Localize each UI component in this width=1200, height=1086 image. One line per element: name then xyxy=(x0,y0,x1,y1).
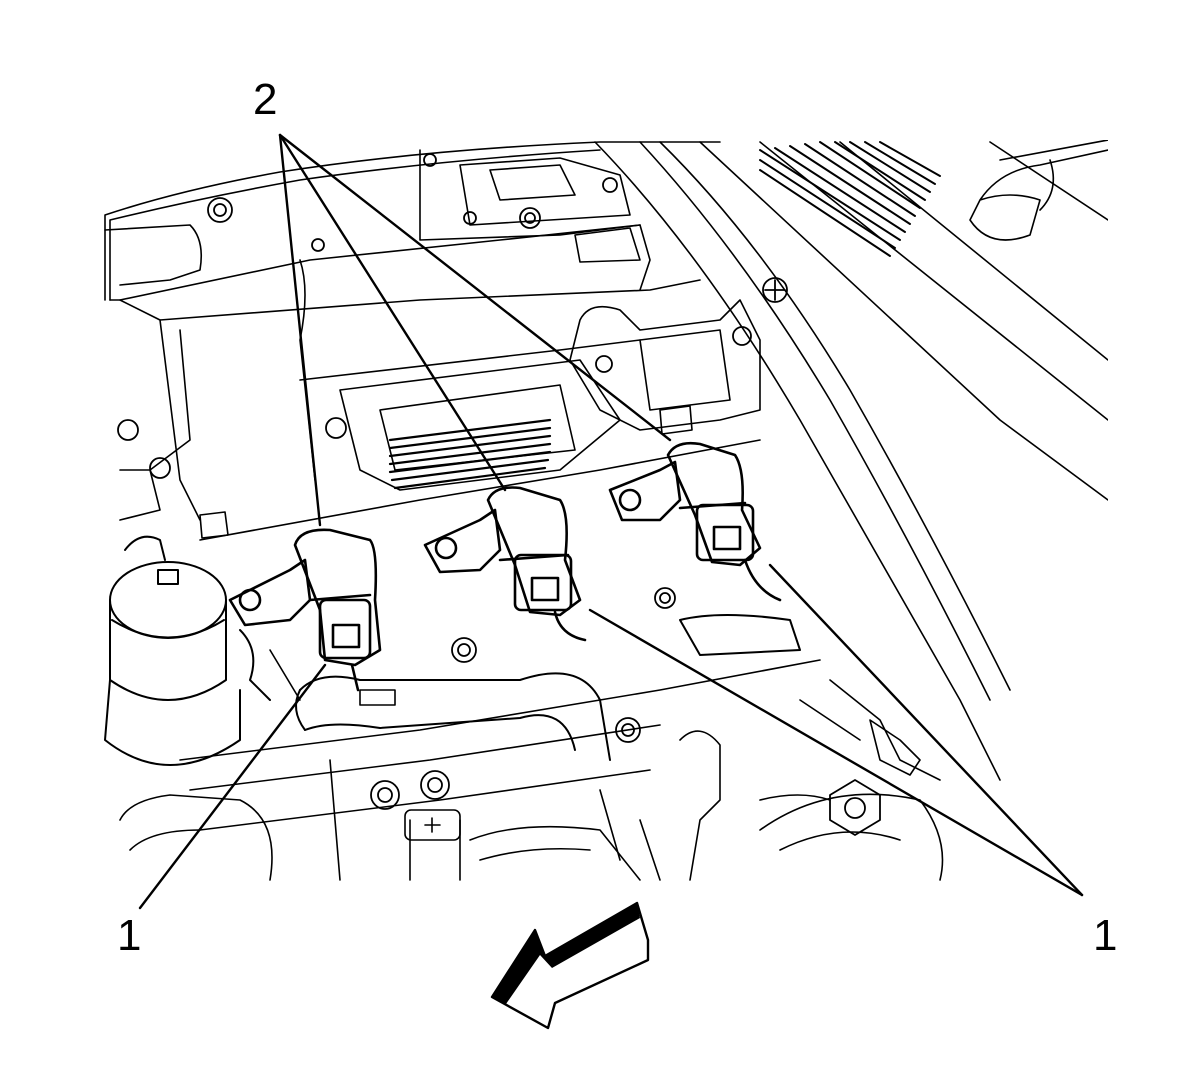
leader-2-to-coil-2 xyxy=(278,133,507,492)
leader-2-to-coil-3 xyxy=(278,133,672,442)
engine-cover-outline xyxy=(104,141,721,301)
front-arrow-icon xyxy=(490,901,650,1030)
coolant-hose xyxy=(239,614,801,761)
intake-grille xyxy=(388,418,552,490)
leader-2-to-coil-1 xyxy=(278,133,322,527)
leader-1-right-a xyxy=(588,608,1084,897)
wiper-arm xyxy=(969,149,1108,241)
cowl-vent-grille xyxy=(759,141,941,257)
callout-leader-lines xyxy=(138,133,1084,910)
callout-label-1-right: 1 xyxy=(1093,911,1118,960)
cowl-panel xyxy=(594,141,1001,781)
callout-label-1-left: 1 xyxy=(117,911,142,960)
leader-1-right-b xyxy=(768,563,1084,897)
leader-1-left xyxy=(138,663,327,910)
cover-bolts xyxy=(117,153,881,836)
ignition-coil-2 xyxy=(423,486,587,642)
oil-filler-cap xyxy=(104,535,241,766)
callout-label-2: 2 xyxy=(253,75,278,124)
ignition-coil-1 xyxy=(228,528,382,692)
ignition-coil-3 xyxy=(608,441,782,602)
